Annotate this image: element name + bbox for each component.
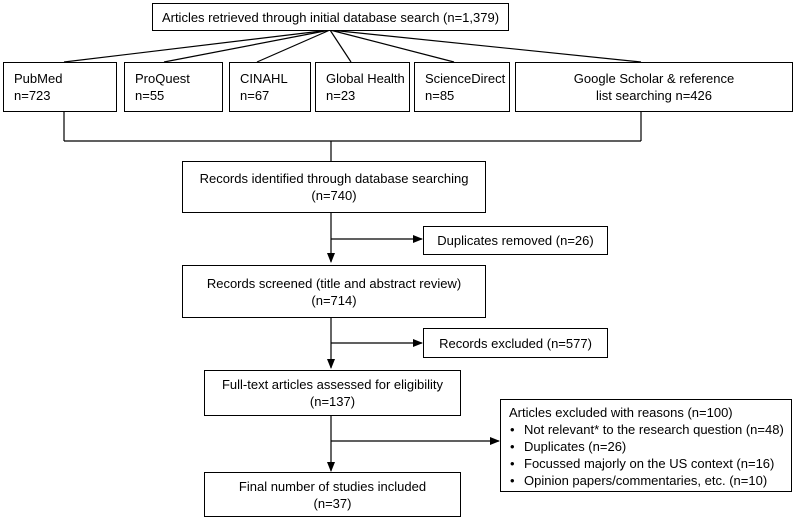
fulltext-box: Full-text articles assessed for eligibil… xyxy=(204,370,461,416)
fan-line-google xyxy=(329,29,642,63)
source-count: list searching n=426 xyxy=(596,88,712,103)
fan-line-globalhealth xyxy=(329,29,352,63)
source-count: n=85 xyxy=(425,88,455,103)
reason-text: Focussed majorly on the US context (n=16… xyxy=(524,456,775,471)
initial-search-text: Articles retrieved through initial datab… xyxy=(161,9,500,25)
source-box-sciencedirect: ScienceDirect n=85 xyxy=(414,62,510,112)
reason-text: Opinion papers/commentaries, etc. (n=10) xyxy=(524,473,768,488)
bullet-glyph: • xyxy=(510,422,515,437)
source-box-google-scholar: Google Scholar & reference list searchin… xyxy=(515,62,793,112)
final-label: Final number of studies included xyxy=(238,478,427,494)
excluded-box: Records excluded (n=577) xyxy=(423,328,608,358)
source-count: n=67 xyxy=(240,88,270,103)
list-item: • Not relevant* to the research question … xyxy=(509,421,784,438)
bullet-glyph: • xyxy=(510,473,515,488)
fan-line-pubmed xyxy=(63,29,331,63)
source-count: n=23 xyxy=(326,88,356,103)
screened-label: Records screened (title and abstract rev… xyxy=(206,275,462,291)
identified-count: (n=740) xyxy=(311,188,357,203)
source-count: n=55 xyxy=(135,88,165,103)
source-count: n=723 xyxy=(14,88,51,103)
list-item: • Opinion papers/commentaries, etc. (n=10… xyxy=(509,472,783,489)
exclusion-reasons-title: Articles excluded with reasons (n=100) xyxy=(509,405,733,420)
source-name: Global Health xyxy=(326,71,405,86)
final-studies-box: Final number of studies included (n=37) xyxy=(204,472,461,517)
list-item: • Duplicates (n=26) xyxy=(509,438,783,455)
fan-line-sciencedirect xyxy=(329,29,455,63)
bullet-glyph: • xyxy=(510,456,515,471)
fan-line-proquest xyxy=(163,29,331,63)
exclusion-reasons-box: Articles excluded with reasons (n=100) •… xyxy=(500,399,792,492)
initial-search-box: Articles retrieved through initial datab… xyxy=(152,3,509,31)
identified-label: Records identified through database sear… xyxy=(199,171,469,186)
fulltext-label: Full-text articles assessed for eligibil… xyxy=(221,377,444,392)
source-name: ProQuest xyxy=(135,71,190,86)
duplicates-box: Duplicates removed (n=26) xyxy=(423,226,608,255)
reason-text: Not relevant* to the research question (… xyxy=(524,422,784,437)
source-box-globalhealth: Global Health n=23 xyxy=(315,62,410,112)
reason-text: Duplicates (n=26) xyxy=(524,439,627,454)
bullet-glyph: • xyxy=(510,439,515,454)
source-name: PubMed xyxy=(14,71,63,86)
source-box-cinahl: CINAHL n=67 xyxy=(229,62,311,112)
source-name: CINAHL xyxy=(240,71,288,86)
identified-box: Records identified through database sear… xyxy=(182,161,486,213)
source-box-proquest: ProQuest n=55 xyxy=(124,62,223,112)
fan-line-cinahl xyxy=(256,29,331,63)
fulltext-count: (n=137) xyxy=(309,394,356,409)
screened-count: (n=714) xyxy=(311,292,357,308)
list-item: • Focussed majorly on the US context (n=1… xyxy=(509,455,783,472)
duplicates-text: Duplicates removed (n=26) xyxy=(437,233,594,248)
source-name: ScienceDirect xyxy=(425,71,506,86)
source-name: Google Scholar & reference xyxy=(573,71,735,86)
screened-box: Records screened (title and abstract rev… xyxy=(182,265,486,318)
source-box-pubmed: PubMed n=723 xyxy=(3,62,117,112)
excluded-text: Records excluded (n=577) xyxy=(439,335,592,351)
final-count: (n=37) xyxy=(313,495,352,511)
exclusion-reasons-list: • Not relevant* to the research question … xyxy=(509,421,784,489)
